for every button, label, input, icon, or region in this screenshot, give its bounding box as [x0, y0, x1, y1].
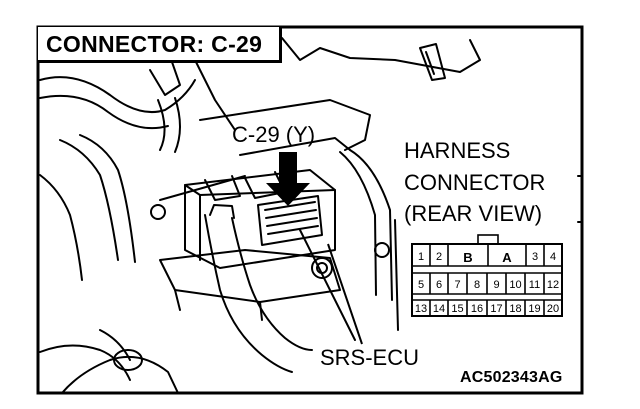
pin-label: 9 [493, 279, 499, 291]
figure-code: AC502343AG [460, 369, 563, 386]
title-box [38, 27, 282, 63]
pin-label: 5 [418, 279, 424, 291]
pin-label: 3 [532, 251, 538, 263]
pin-label: 14 [433, 303, 445, 315]
pin-label: 13 [415, 303, 427, 315]
srs-ecu-leader-line [327, 243, 363, 345]
connector-callout-label: C-29 (Y) [232, 122, 316, 147]
pin-label: 8 [474, 279, 480, 291]
harness-label-line3: (REAR VIEW) [404, 201, 543, 226]
pin-label: 15 [451, 303, 463, 315]
pin-label: 18 [509, 303, 521, 315]
pin-label: 19 [528, 303, 540, 315]
pin-label-b: B [463, 250, 472, 265]
harness-label-line2: CONNECTOR [404, 170, 546, 195]
diagram-title: CONNECTOR: C-29 [46, 31, 263, 57]
harness-label-line1: HARNESS [404, 138, 511, 163]
pin-label: 12 [547, 279, 559, 291]
pin-label: 10 [509, 279, 521, 291]
pin-label: 2 [436, 251, 442, 263]
pin-label: 6 [436, 279, 442, 291]
arrow-down-icon [266, 152, 310, 206]
pin-label-a: A [502, 250, 512, 265]
srs-ecu-label: SRS-ECU [320, 345, 420, 370]
pin-label: 4 [550, 251, 556, 263]
pin-label: 7 [454, 279, 460, 291]
pin-label: 17 [490, 303, 502, 315]
pin-label: 11 [529, 279, 540, 291]
pin-diagram [411, 234, 563, 317]
pin-label: 16 [471, 303, 483, 315]
pin-label: 20 [547, 303, 559, 315]
pin-label: 1 [418, 251, 424, 263]
